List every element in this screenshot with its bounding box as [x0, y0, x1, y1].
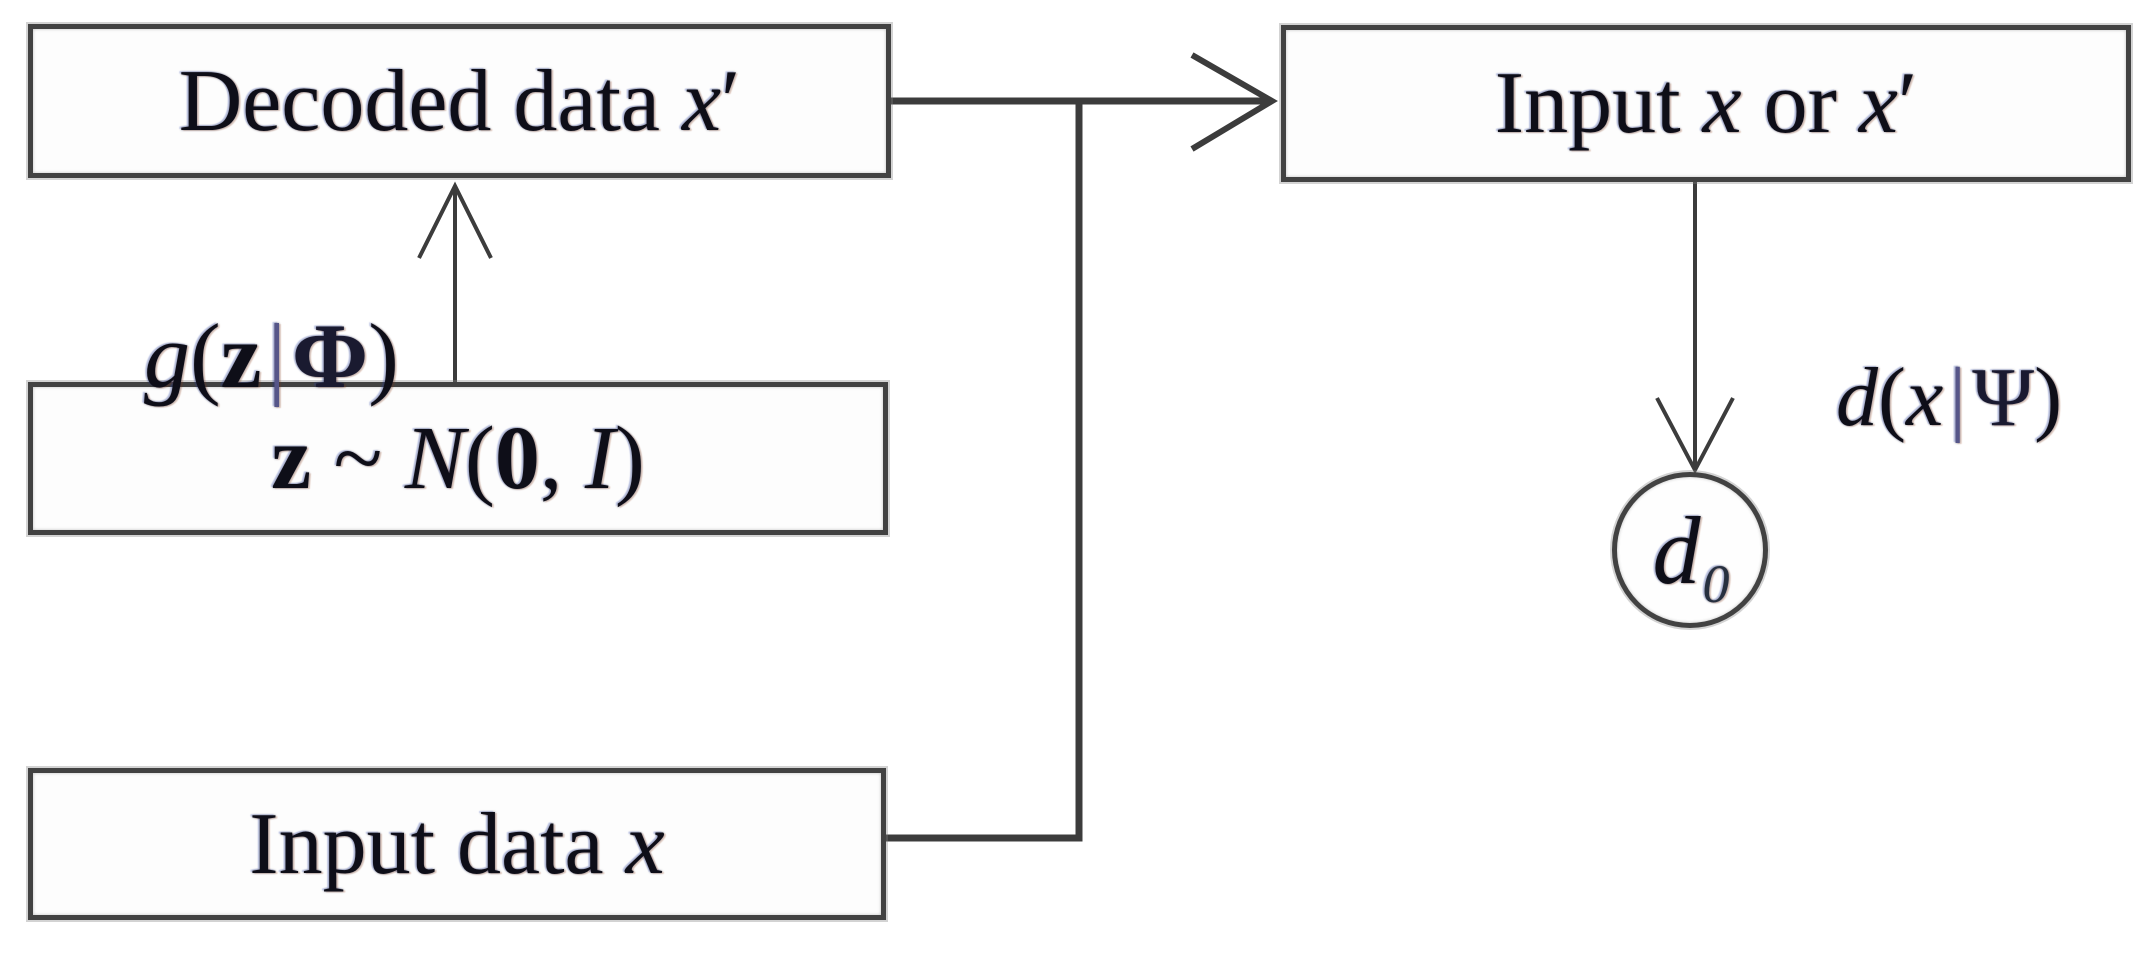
paren-close: )	[614, 409, 645, 508]
edge-label-discriminator: d(x|Ψ)	[1752, 272, 2062, 524]
d0-subscript: 0	[1702, 554, 1730, 614]
paren-open: (	[1878, 351, 1906, 444]
var-x: x	[1905, 351, 1944, 444]
generator-fn: g	[144, 305, 190, 407]
paren-close: )	[368, 305, 399, 407]
edge-inputdata-connector-line	[886, 101, 1083, 842]
edge-latent-to-decoded-arrowhead-icon	[417, 181, 493, 259]
prime-mark: ′	[721, 52, 741, 150]
normal-dist-symbol: N	[404, 409, 465, 508]
node-decoded-data-label: Decoded data	[178, 52, 682, 150]
comma: ,	[539, 409, 585, 508]
var-x: x	[625, 795, 665, 893]
edge-label-generator: g(z|Φ)	[52, 218, 399, 494]
psi-symbol: Ψ	[1972, 351, 2035, 444]
var-x: x	[681, 52, 722, 150]
or-text: or	[1741, 55, 1859, 152]
var-z-bold: z	[271, 409, 312, 508]
paren-open: (	[464, 409, 495, 508]
tilde-operator: ~	[311, 409, 405, 508]
node-inputxor-label: Input	[1494, 55, 1703, 152]
var-z-bold: z	[220, 305, 262, 407]
phi-symbol: Φ	[291, 305, 369, 407]
node-decoded-data: Decoded data x′	[28, 24, 891, 178]
var-x: x	[1702, 55, 1742, 152]
paren-open: (	[190, 305, 221, 407]
node-input-data-label: Input data	[249, 795, 626, 893]
paren-close: )	[2034, 351, 2063, 444]
edge-decoded-to-inputxor-arrowhead-icon	[1190, 52, 1278, 152]
identity-matrix: I	[584, 409, 615, 508]
node-input-data: Input data x	[28, 768, 886, 920]
conditional-bar: |	[1949, 351, 1967, 444]
var-x: x	[1858, 55, 1898, 152]
edge-inputxor-to-d0-arrowhead-icon	[1655, 397, 1735, 475]
zero-vector: 0	[494, 409, 540, 508]
node-input-x-or-xprime: Input x or x′	[1281, 25, 2131, 182]
conditional-bar: |	[267, 305, 286, 407]
node-latent-z: z ~ N(0, I)	[28, 382, 888, 535]
prime-mark: ′	[1897, 55, 1918, 152]
d0-symbol: d	[1652, 496, 1701, 604]
discriminator-fn: d	[1836, 351, 1878, 444]
